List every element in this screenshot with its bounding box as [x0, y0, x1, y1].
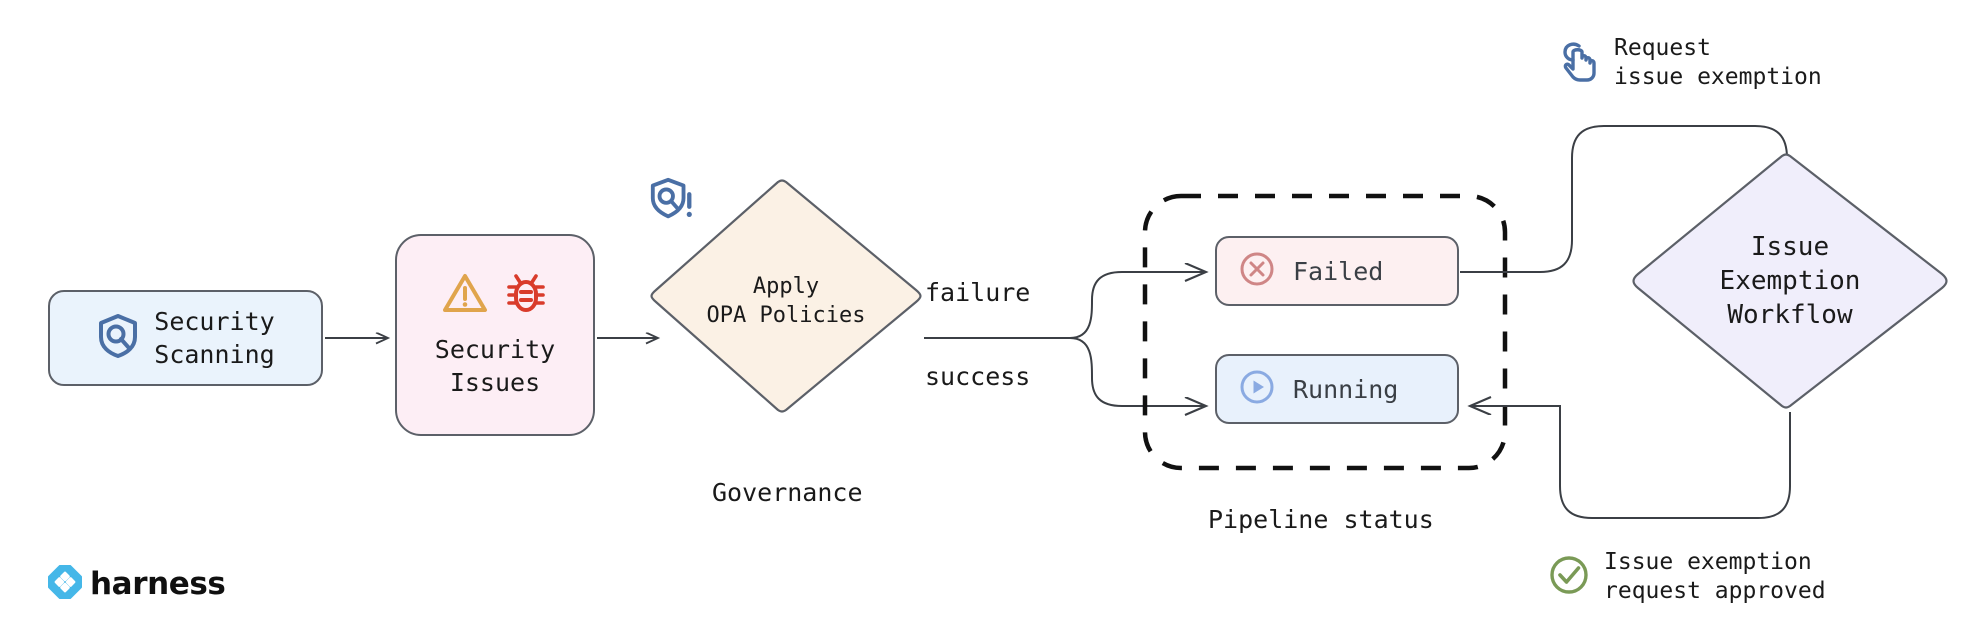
harness-diamond-logo: [46, 563, 84, 603]
annotation-approved-text: Issue exemption request approved: [1604, 549, 1826, 605]
pipeline-status-dashed-boundary: [1142, 193, 1508, 471]
node-status-running[interactable]: Running: [1215, 354, 1459, 424]
annotation-request-issue-exemption: Request issue exemption: [1560, 34, 1822, 93]
warning-triangle-icon: [442, 272, 488, 318]
annotation-request-approved: Issue exemption request approved: [1548, 548, 1826, 607]
node-security-issues[interactable]: Security Issues: [395, 234, 595, 436]
exemption-content: Issue Exemption Workflow: [1630, 150, 1950, 412]
pipeline-status-caption: Pipeline status: [1208, 505, 1434, 534]
edge-exemption-to-running: [1470, 406, 1791, 519]
edge-label-failure: failure: [925, 278, 1031, 307]
harness-logo: harness: [46, 563, 226, 603]
check-circle-icon: [1548, 554, 1590, 600]
circle-x-icon: [1239, 251, 1275, 291]
node-status-running-label: Running: [1293, 374, 1399, 404]
security-issues-icon-row: [442, 271, 548, 319]
governance-content: Apply OPA Policies: [648, 176, 924, 416]
node-issue-exemption-workflow-label: Issue Exemption Workflow: [1719, 231, 1861, 331]
node-status-failed-label: Failed: [1293, 256, 1384, 286]
node-status-failed[interactable]: Failed: [1215, 236, 1459, 306]
node-security-scanning-label: Security Scanning: [154, 307, 275, 369]
play-circle-icon: [1239, 369, 1275, 409]
node-security-scanning[interactable]: Security Scanning: [48, 290, 323, 386]
edge-failure-branch: [1069, 272, 1206, 339]
edge-success-branch: [1069, 337, 1206, 406]
edge-failed-to-exemption: [1460, 125, 1787, 273]
governance-caption: Governance: [712, 478, 863, 507]
click-hand-icon: [1560, 39, 1600, 87]
annotation-request-text: Request issue exemption: [1614, 35, 1822, 91]
edge-label-success: success: [925, 362, 1031, 391]
node-issue-exemption-workflow[interactable]: Issue Exemption Workflow: [1630, 150, 1950, 412]
node-governance-diamond[interactable]: Apply OPA Policies: [648, 176, 924, 416]
node-governance-label: Apply OPA Policies: [706, 273, 866, 328]
bug-icon: [504, 271, 548, 319]
node-security-issues-label: Security Issues: [434, 335, 556, 397]
shield-search-icon: [96, 313, 140, 363]
harness-wordmark: harness: [90, 566, 226, 602]
